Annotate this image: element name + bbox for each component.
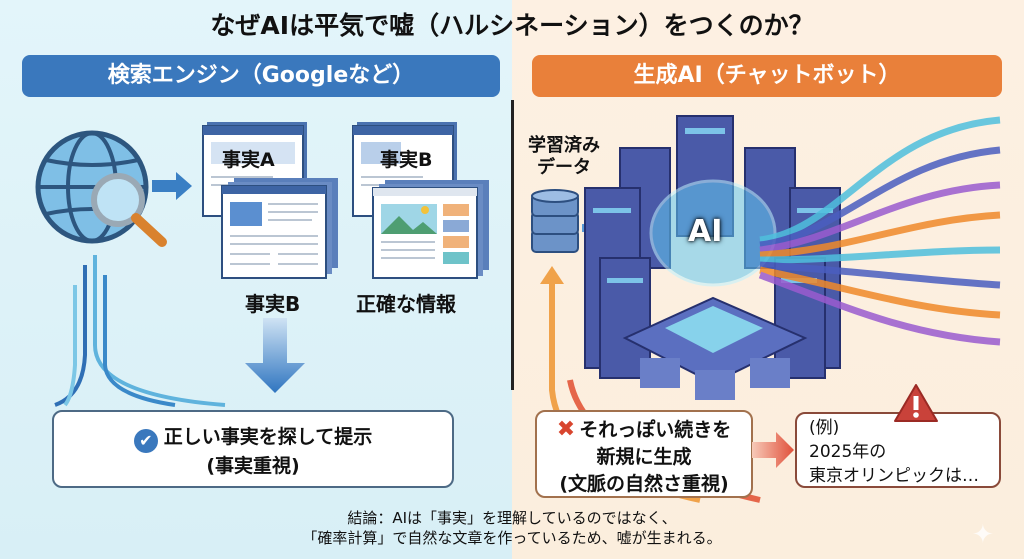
example-line1: (例) — [809, 418, 840, 438]
ai-label: AI — [688, 214, 723, 249]
search-result-line1: 正しい事実を探して提示 — [163, 426, 373, 448]
doc-label-fact-a: 事実A — [222, 149, 275, 171]
conclusion-line2: 「確率計算」で自然な文章を作っているため、嘘が生まれる。 — [302, 529, 722, 547]
trained-data-label: 学習済み データ — [528, 135, 600, 179]
generative-ai-header: 生成AI（チャットボット） — [532, 55, 1002, 97]
arrow-down-icon — [245, 318, 305, 393]
generation-line1: それっぽい続きを — [579, 419, 732, 441]
generation-result-box: ✖それっぽい続きを 新規に生成 (文脈の自然さ重視) — [535, 410, 753, 498]
token-streams — [758, 116, 1001, 346]
search-engine-header: 検索エンジン（Googleなど） — [22, 55, 500, 97]
trained-data-label-line2: データ — [537, 157, 591, 178]
generation-line3: (文脈の自然さ重視) — [559, 473, 729, 495]
trained-data-label-line1: 学習済み — [528, 135, 600, 156]
sparkle-icon: ✦ — [972, 520, 994, 550]
arrow-right-red-icon — [752, 432, 794, 468]
web-page-stack-image — [372, 180, 489, 279]
globe-search-icon — [35, 130, 167, 247]
cross-icon: ✖ — [556, 417, 576, 442]
search-result-box: ✔正しい事実を探して提示 (事実重視) — [52, 410, 454, 488]
example-line3: 東京オリンピックは… — [809, 466, 979, 486]
generation-line2: 新規に生成 — [596, 446, 692, 468]
conclusion: 結論：AIは「事実」を理解しているのではなく、 「確率計算」で自然な文章を作って… — [0, 508, 1024, 548]
conclusion-line1: 結論：AIは「事実」を理解しているのではなく、 — [347, 509, 677, 527]
caption-fact-b: 事実B — [245, 292, 301, 316]
divider — [511, 100, 514, 390]
example-line2: 2025年の — [809, 442, 887, 462]
example-box: (例) 2025年の 東京オリンピックは… — [795, 412, 1001, 488]
doc-label-fact-b: 事実B — [380, 149, 433, 171]
arrow-right-icon — [152, 172, 192, 200]
ai-server-cluster — [584, 115, 841, 400]
check-circle-icon: ✔ — [133, 429, 158, 453]
caption-accurate-info: 正確な情報 — [356, 292, 456, 316]
web-page-stack-article — [221, 178, 338, 279]
page-title: なぜAIは平気で嘘（ハルシネーション）をつくのか？ — [210, 11, 814, 40]
search-result-line2: (事実重視) — [206, 455, 300, 477]
warning-icon — [894, 384, 938, 422]
data-stream-lines — [54, 255, 226, 407]
